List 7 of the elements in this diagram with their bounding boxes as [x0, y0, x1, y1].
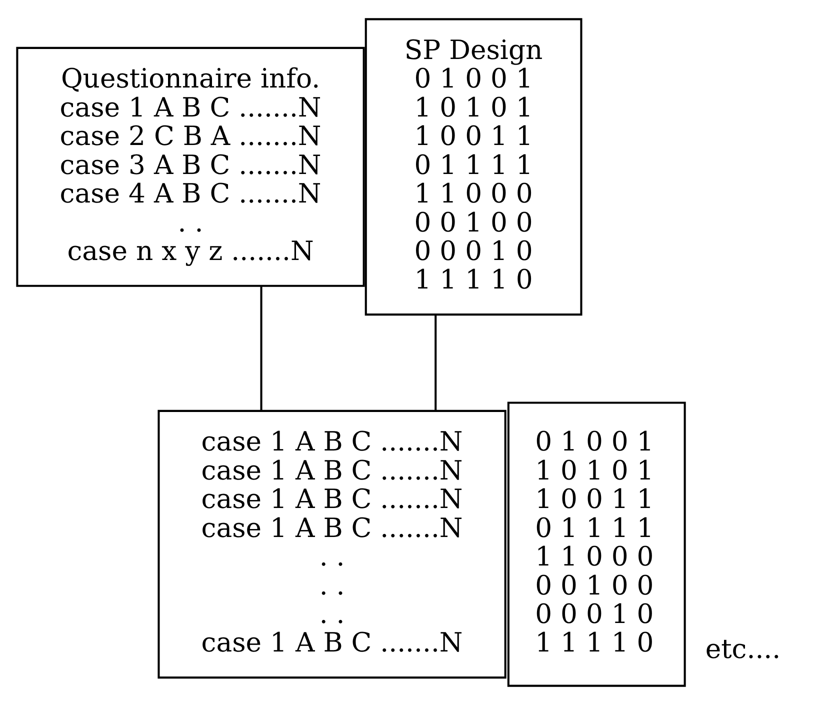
node-box: case 1 A B C .......N case 1 A B C .......N case 1 A B C .......N case 1 A B C .......N . . . . . . case 1 A B C .......N — [157, 409, 506, 678]
connector — [260, 286, 262, 410]
node-box: SP Design 0 1 0 0 1 1 0 1 0 1 1 0 0 1 1 0 1 1 1 1 1 1 0 0 0 0 0 1 0 0 0 0 0 1 0 1 1 1 1 0 — [364, 18, 582, 316]
node-box: Questionnaire info. case 1 A B C .......N case 2 C B A .......N case 3 A B C .......N case 4 A B C .......N . . case n x y z .......N — [16, 46, 364, 286]
connector — [434, 314, 436, 410]
node-label: etc.... — [704, 633, 780, 664]
node-box: 0 1 0 0 1 1 0 1 0 1 1 0 0 1 1 0 1 1 1 1 1 1 0 0 0 0 0 1 0 0 0 0 0 1 0 1 1 1 1 0 — [506, 401, 686, 686]
